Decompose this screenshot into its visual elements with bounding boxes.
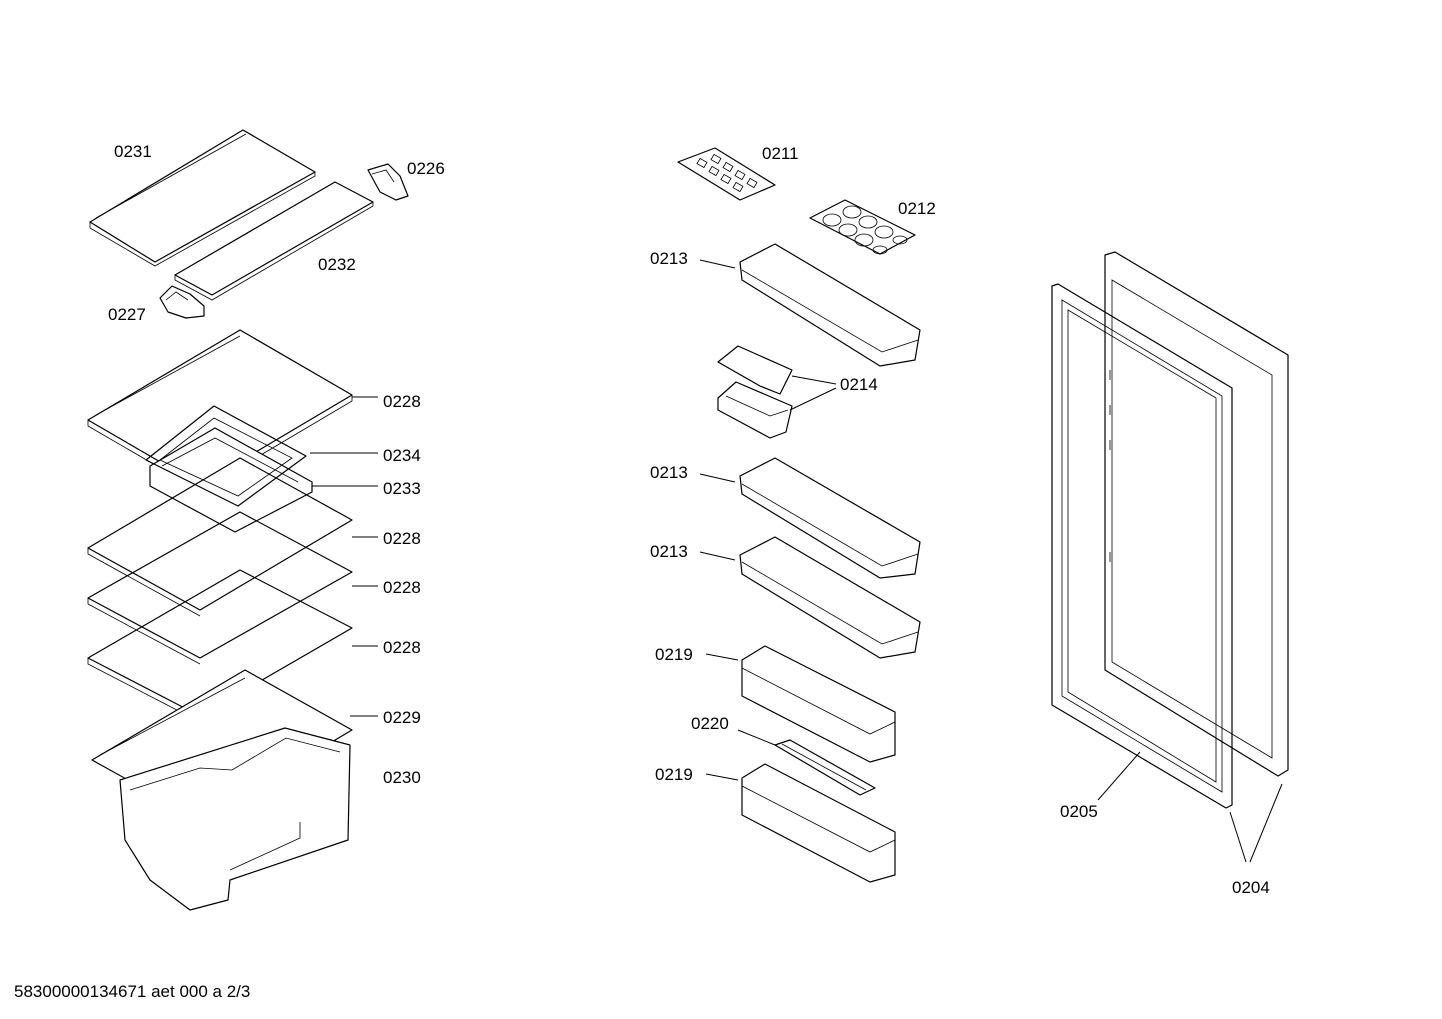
label-0230: 0230 bbox=[383, 768, 421, 787]
part-0226-bracket[interactable] bbox=[367, 163, 409, 201]
label-0205: 0205 bbox=[1060, 802, 1098, 821]
leader-lines bbox=[310, 259, 1283, 863]
label-0231: 0231 bbox=[114, 142, 152, 161]
part-0234-drawer-lid[interactable] bbox=[145, 405, 307, 507]
part-0214-butter-box[interactable] bbox=[717, 345, 793, 439]
label-0233: 0233 bbox=[383, 479, 421, 498]
label-0213-a: 0213 bbox=[650, 249, 688, 268]
part-0220-bottle-rail[interactable] bbox=[774, 739, 876, 796]
part-labels: 0231 0226 0232 0227 0228 0234 0233 0228 … bbox=[108, 142, 1270, 897]
label-0228-b: 0228 bbox=[383, 529, 421, 548]
label-0213-c: 0213 bbox=[650, 542, 688, 561]
label-0234: 0234 bbox=[383, 446, 421, 465]
document-code: 58300000134671 aet 000 a 2/3 bbox=[14, 982, 250, 1001]
part-0219-bottle-shelf-1[interactable] bbox=[741, 645, 896, 763]
label-0219-b: 0219 bbox=[655, 765, 693, 784]
part-0227-bracket[interactable] bbox=[159, 285, 205, 319]
label-0227: 0227 bbox=[108, 305, 146, 324]
label-0211: 0211 bbox=[762, 144, 799, 163]
part-0204-door-panel[interactable] bbox=[1104, 251, 1289, 777]
part-0213-door-shelf-3[interactable] bbox=[739, 536, 921, 659]
label-0204: 0204 bbox=[1232, 878, 1270, 897]
label-0228-d: 0228 bbox=[383, 638, 421, 657]
label-0220: 0220 bbox=[691, 714, 729, 733]
label-0228-c: 0228 bbox=[383, 578, 421, 597]
part-0232-shelf[interactable] bbox=[174, 181, 374, 301]
label-0214: 0214 bbox=[840, 375, 878, 394]
part-0230-crisper[interactable] bbox=[119, 727, 351, 911]
label-0229: 0229 bbox=[383, 708, 421, 727]
part-0231-shelf[interactable] bbox=[89, 129, 316, 267]
part-0205-door-gasket[interactable] bbox=[1051, 283, 1233, 809]
label-0219-a: 0219 bbox=[655, 645, 693, 664]
label-0228-a: 0228 bbox=[383, 392, 421, 411]
part-0212-egg-tray[interactable] bbox=[809, 199, 916, 255]
part-0228-shelf-4[interactable] bbox=[87, 569, 353, 723]
label-0226: 0226 bbox=[407, 159, 445, 178]
label-0212: 0212 bbox=[898, 199, 936, 218]
part-0228-shelf-2[interactable] bbox=[87, 457, 353, 617]
part-0213-door-shelf-1[interactable] bbox=[739, 243, 921, 367]
part-0211-ice-tray[interactable] bbox=[677, 147, 776, 201]
label-0232: 0232 bbox=[318, 255, 356, 274]
part-0228-shelf-3[interactable] bbox=[87, 511, 353, 665]
label-0213-b: 0213 bbox=[650, 463, 688, 482]
part-0219-bottle-shelf-2[interactable] bbox=[741, 763, 896, 883]
part-0213-door-shelf-2[interactable] bbox=[739, 457, 921, 579]
